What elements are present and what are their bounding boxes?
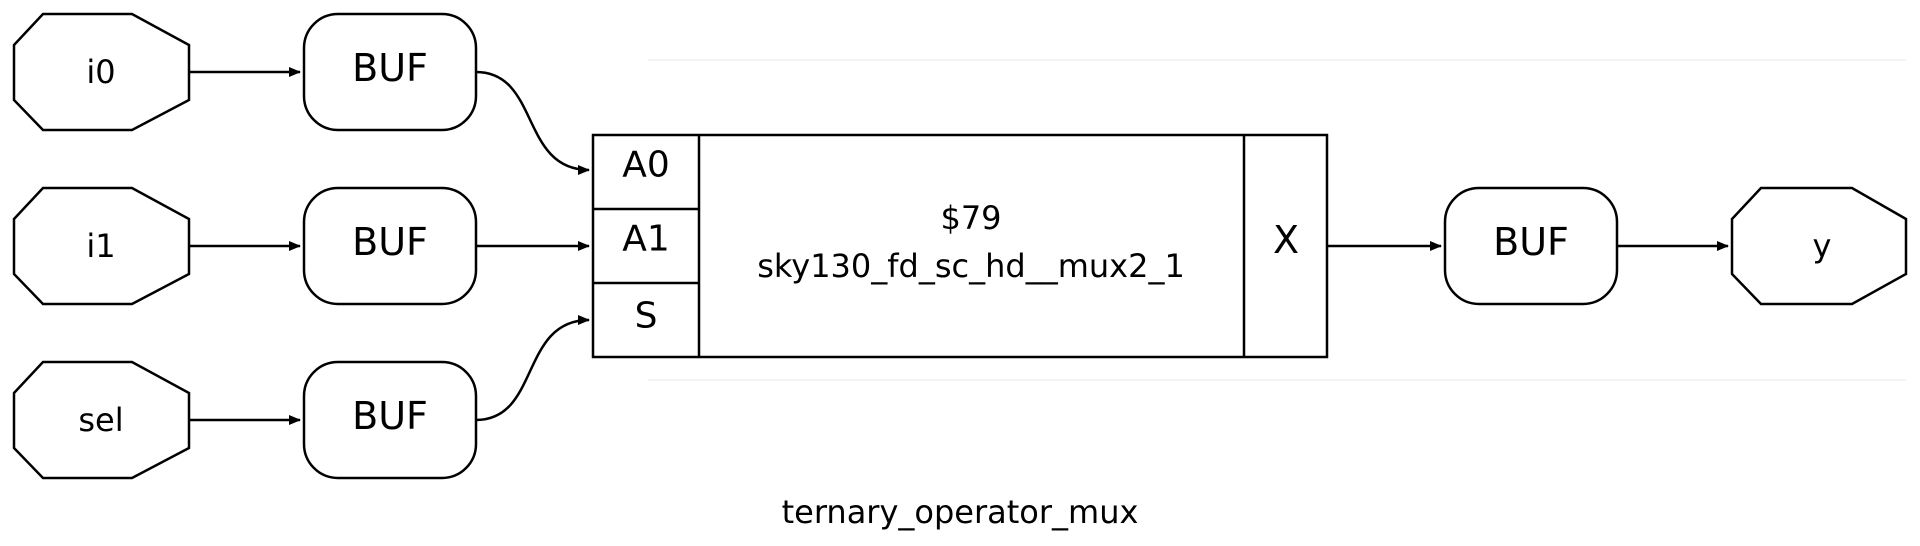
cell-name: sky130_fd_sc_hd__mux2_1	[757, 247, 1185, 285]
buffer-i1: BUF	[302, 186, 478, 306]
wire-buffer-to-s	[475, 315, 590, 422]
mux-cell: A0 A1 S $79 sky130_fd_sc_hd__mux2_1 X	[591, 133, 1329, 359]
wire-buffer-to-a0	[475, 70, 590, 175]
cell-id: $79	[940, 199, 1001, 237]
input-port-sel: sel	[12, 360, 191, 480]
port-a1-label: A1	[622, 219, 670, 260]
port-s-label: S	[635, 296, 658, 337]
buffer-sel: BUF	[302, 360, 478, 480]
port-x-label: X	[1273, 218, 1299, 262]
output-port-y: y	[1730, 186, 1908, 306]
input-label-i1: i1	[86, 227, 115, 265]
buffer-i0: BUF	[302, 12, 478, 132]
buffer-label: BUF	[1493, 220, 1569, 264]
buffer-label: BUF	[352, 394, 428, 438]
port-a0-label: A0	[622, 145, 670, 186]
input-port-i0: i0	[12, 12, 191, 132]
buffer-label: BUF	[352, 220, 428, 264]
buffer-output: BUF	[1443, 186, 1619, 306]
input-label-sel: sel	[78, 401, 123, 439]
output-label-y: y	[1813, 227, 1832, 265]
input-label-i0: i0	[86, 53, 115, 91]
diagram-title: ternary_operator_mux	[782, 493, 1139, 531]
input-port-i1: i1	[12, 186, 191, 306]
buffer-label: BUF	[352, 46, 428, 90]
